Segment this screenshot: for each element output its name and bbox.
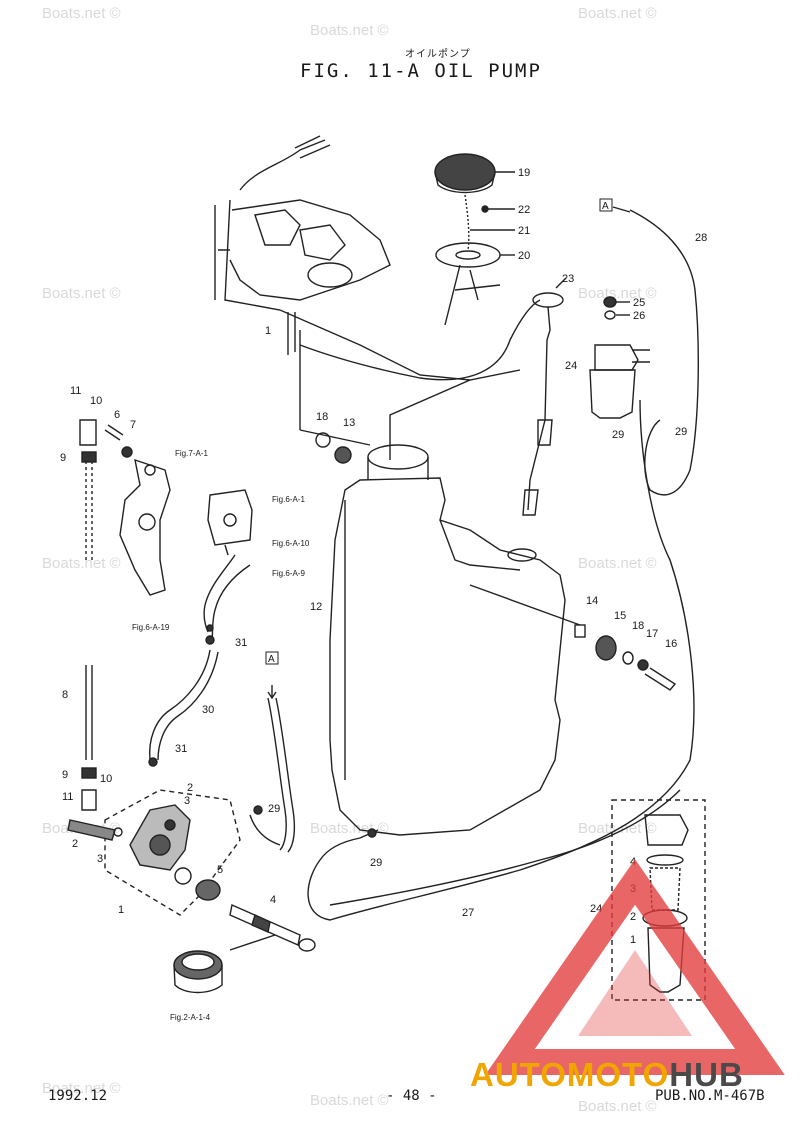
callout-31: 31: [235, 637, 247, 649]
watermark: Boats.net ©: [578, 285, 657, 302]
callout-2: 2: [187, 782, 193, 794]
brand-logo: AUTOMOTOHUB: [470, 1056, 744, 1094]
figure-title: FIG. 11-A OIL PUMP: [300, 60, 542, 82]
callout-25: 25: [633, 297, 645, 309]
ref-fig2-a-1-4: Fig.2-A-1-4: [170, 1013, 211, 1022]
callout-16: 16: [665, 638, 677, 650]
watermark: Boats.net ©: [578, 820, 657, 837]
callout-19: 19: [518, 167, 530, 179]
callout-22: 22: [518, 204, 530, 216]
callout-18: 18: [632, 620, 644, 632]
callout-6: 6: [114, 409, 120, 421]
callout-29: 29: [370, 857, 382, 869]
callout-12: 12: [310, 601, 322, 613]
callout-11: 11: [62, 791, 73, 803]
callout-9: 9: [60, 452, 66, 464]
callout-14: 14: [586, 595, 598, 607]
callout-21: 21: [518, 225, 530, 237]
callout-24: 24: [565, 360, 577, 372]
ref-fig7-a-1: Fig.7-A-1: [175, 449, 208, 458]
callout-1: 1: [630, 934, 636, 946]
callout-10: 10: [90, 395, 102, 407]
callout-28: 28: [695, 232, 707, 244]
ref-fig6-a-19: Fig.6-A-19: [132, 623, 170, 632]
callout-30: 30: [202, 704, 214, 716]
watermark: Boats.net ©: [578, 1098, 657, 1115]
brand-part-auto: AUTOMOTO: [470, 1056, 670, 1093]
callout-7: 7: [130, 419, 136, 431]
watermark: Boats.net ©: [42, 5, 121, 22]
callout-1: 1: [118, 904, 124, 916]
callout-29: 29: [675, 426, 687, 438]
callout-5: 5: [217, 864, 223, 876]
watermark: Boats.net ©: [310, 1092, 389, 1109]
callout-9: 9: [62, 769, 68, 781]
callout-17: 17: [646, 628, 658, 640]
callout-1: 1: [265, 325, 271, 337]
callout-4: 4: [270, 894, 276, 906]
footer-publication-number: PUB.NO.M-467B: [655, 1088, 765, 1104]
ref-fig6-a-1: Fig.6-A-1: [272, 495, 305, 504]
fuel-filter: [589, 296, 650, 419]
callout-23: 23: [562, 273, 574, 285]
footer-page-number: - 48 -: [386, 1088, 437, 1104]
bracket: [119, 458, 171, 596]
japanese-title: オイルポンプ: [405, 49, 471, 60]
callout-2: 2: [72, 838, 78, 850]
callout-31: 31: [175, 743, 187, 755]
callout-18: 18: [316, 411, 328, 423]
callout-11: 11: [70, 385, 81, 397]
callout-29: 29: [268, 803, 280, 815]
reference-mark-a: A: [602, 201, 609, 212]
watermark: Boats.net ©: [578, 555, 657, 572]
footer-date: 1992.12: [48, 1088, 108, 1104]
callout-20: 20: [518, 250, 530, 262]
reference-mark-a: A: [268, 654, 275, 665]
oil-tank-cap: [434, 153, 515, 194]
callout-2: 2: [630, 911, 636, 923]
watermark: Boats.net ©: [310, 22, 389, 39]
watermark: Boats.net ©: [42, 555, 121, 572]
oil-pump: [67, 804, 191, 871]
callout-13: 13: [343, 417, 355, 429]
callout-3: 3: [97, 853, 103, 865]
watermark: Boats.net ©: [578, 5, 657, 22]
brand-part-hub: HUB: [669, 1056, 744, 1093]
watermark: Boats.net ©: [42, 1080, 121, 1097]
callout-27: 27: [462, 907, 474, 919]
ref-fig6-a-10: Fig.6-A-10: [272, 539, 310, 548]
callout-26: 26: [633, 310, 645, 322]
callout-15: 15: [614, 610, 626, 622]
callout-10: 10: [100, 773, 112, 785]
watermark: Boats.net ©: [42, 285, 121, 302]
callout-8: 8: [62, 689, 68, 701]
ref-fig6-a-9: Fig.6-A-9: [272, 569, 305, 578]
oil-tank: [329, 379, 566, 836]
callout-3: 3: [184, 795, 190, 807]
callout-29: 29: [612, 429, 624, 441]
